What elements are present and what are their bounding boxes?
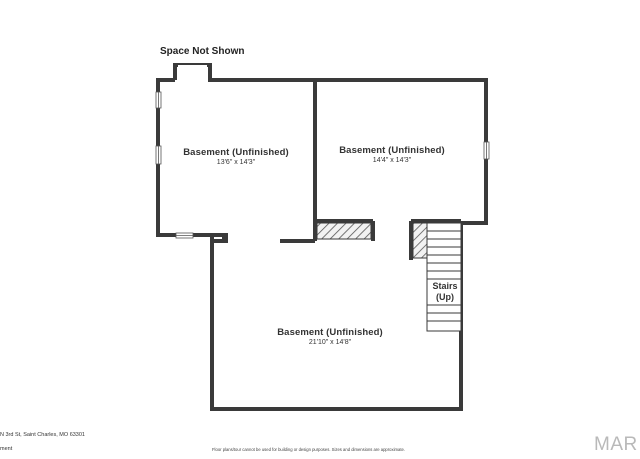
address: N 3rd St, Saint Charles, MO 63301 [0,432,85,438]
stairs-label: Stairs (Up) [428,281,462,303]
stairs [426,222,462,332]
stairs-label-line1: Stairs [432,281,458,291]
room-label-top-left: Basement (Unfinished) 13'6" x 14'3" [176,147,296,166]
column [222,235,228,241]
address-line2: ment [0,446,13,452]
window [175,232,194,239]
window [155,91,162,109]
room-name: Basement (Unfinished) [339,145,445,156]
window [483,141,490,160]
room-name: Basement (Unfinished) [183,147,289,158]
room-label-bottom: Basement (Unfinished) 21'10" x 14'8" [270,327,390,346]
room-dimensions: 14'4" x 14'3" [372,157,412,164]
room-label-top-right: Basement (Unfinished) 14'4" x 14'3" [332,145,452,164]
disclaimer: Floor plans/tour cannot be used for buil… [212,447,405,452]
space-not-shown-label: Space Not Shown [160,46,245,57]
hatched-block [412,222,428,259]
exterior-walls [156,63,488,411]
opening [178,65,207,69]
room-name: Basement (Unfinished) [277,327,383,338]
hatched-block [316,222,372,240]
window [155,145,162,165]
room-dimensions: 21'10" x 14'8" [308,339,352,346]
stairs-label-line2: (Up) [436,292,454,302]
brand-watermark: MAR [594,434,638,455]
room-dimensions: 13'6" x 14'3" [216,159,256,166]
